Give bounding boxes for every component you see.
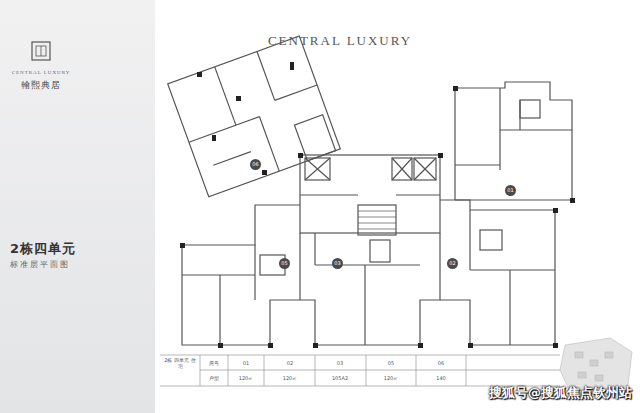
watermark: 搜狐号@搜狐焦点钦州站 bbox=[452, 384, 632, 402]
table-cell: 房号 bbox=[201, 360, 227, 366]
table-cell: 03 bbox=[318, 360, 362, 366]
table-cell: 105A2 bbox=[318, 375, 362, 381]
table-cell: 01 bbox=[229, 360, 263, 366]
unit-number-circle: 03 bbox=[332, 258, 343, 269]
table-cell: 2栋 四单元 住宅 bbox=[163, 357, 197, 369]
building-unit: 2栋四单元 bbox=[10, 240, 145, 258]
unit-number: 02 bbox=[447, 258, 458, 269]
table-cell: 户型 bbox=[201, 375, 227, 381]
table-cell: 140 bbox=[419, 375, 463, 381]
walls bbox=[168, 36, 575, 348]
page-title: CENTRAL LUXURY bbox=[250, 33, 430, 49]
logo-symbol bbox=[21, 38, 61, 68]
unit-number: 06 bbox=[250, 159, 261, 170]
unit-number-circle: 02 bbox=[447, 258, 458, 269]
side-panel: CENTRAL LUXURY 翰熙典居 2栋四单元标准层平面图 bbox=[0, 0, 155, 413]
logo-text: CENTRAL LUXURY bbox=[6, 70, 76, 75]
table-cell: 06 bbox=[419, 360, 463, 366]
unit-number: 05 bbox=[279, 258, 290, 269]
table-cell: 05 bbox=[369, 360, 413, 366]
brand-name: 翰熙典居 bbox=[6, 79, 76, 92]
unit-number-circle: 05 bbox=[279, 258, 290, 269]
unit-number-circle: 06 bbox=[250, 159, 261, 170]
unit-number: 03 bbox=[332, 258, 343, 269]
table-grid bbox=[160, 355, 560, 386]
table-cell: 02 bbox=[268, 360, 312, 366]
table-cell: 120㎡ bbox=[369, 375, 413, 381]
unit-number: 01 bbox=[505, 185, 516, 196]
unit-number-circle: 01 bbox=[505, 185, 516, 196]
table-cell: 120㎡ bbox=[268, 375, 312, 381]
plan-name: 标准层平面图 bbox=[10, 259, 145, 270]
table-cell: 120㎡ bbox=[229, 375, 263, 381]
